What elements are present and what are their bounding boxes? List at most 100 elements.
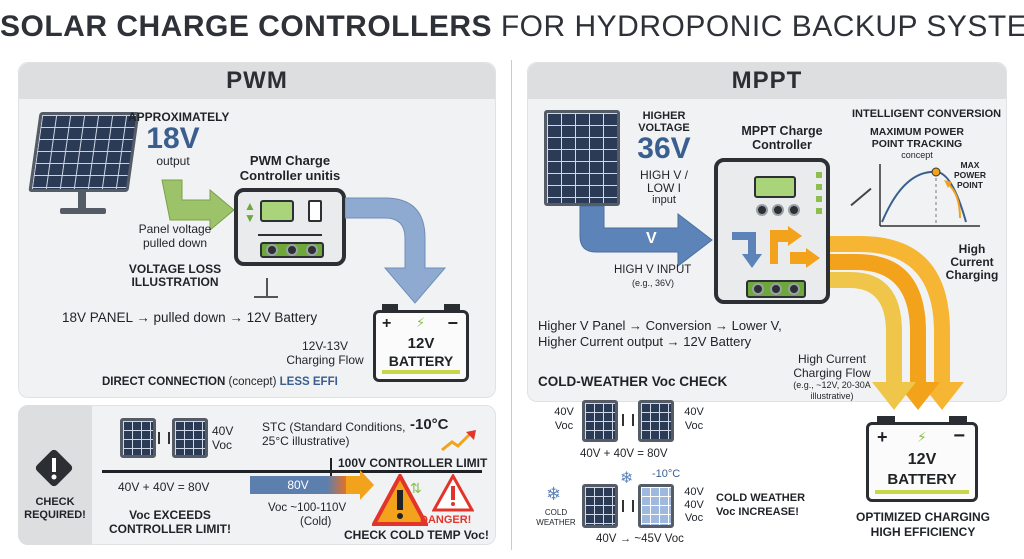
title-light: FOR HYDROPONIC BACKUP SYSTEMS	[500, 10, 1024, 43]
check-stc-temp: -10°C	[410, 416, 449, 433]
mppt-mpt-2: POINT TRACKING	[871, 138, 963, 150]
mppt-hc-flow-2: Charging Flow	[793, 366, 871, 380]
check-panel-a-icon	[120, 418, 156, 458]
mppt-curve-graph-icon	[879, 164, 980, 227]
pwm-direct-concept: (concept)	[228, 376, 277, 388]
check-label-2: REQUIRED!	[24, 509, 86, 521]
warning-triangle-outline-icon	[432, 474, 474, 512]
mppt-input: input	[652, 194, 676, 206]
mppt-orange-flow-icon	[830, 236, 964, 410]
rising-temp-arrow-icon	[441, 430, 476, 452]
mppt-high-v-2: LOW I	[646, 181, 681, 195]
mppt-cold-link-icon	[622, 414, 634, 426]
pwm-controller: ▲▼	[234, 188, 346, 266]
mppt-hc-flow-3: (e.g., ~12V, 20-30A	[793, 380, 871, 390]
check-panel-b-icon	[172, 418, 208, 458]
mppt-v-arrow: V	[646, 230, 657, 247]
pwm-buttons-icon	[308, 200, 322, 222]
check-exceeds-1: Voc EXCEEDS	[129, 508, 211, 522]
mppt-max-2: POWER	[953, 170, 987, 180]
check-stc-1: STC (Standard Conditions,	[262, 420, 406, 434]
pwm-battery-plus: +	[382, 315, 392, 332]
mppt-battery-plus: +	[877, 427, 888, 447]
check-limit-tick	[330, 458, 332, 488]
mppt-concept: concept	[901, 150, 933, 160]
mppt-conversion-arrows-icon	[732, 226, 820, 268]
pwm-green-arrow-icon	[161, 179, 235, 232]
mppt-mpt-1: MAXIMUM POWER	[870, 126, 964, 138]
mppt-cold-panel-a-icon	[582, 400, 618, 442]
mppt-cold-v40-d: 40V	[684, 499, 704, 511]
check-small-arrows-icon: ⇅	[410, 480, 422, 496]
pwm-blue-flow-arrow-icon	[345, 197, 447, 304]
pwm-battery-bar	[382, 370, 460, 374]
pwm-direct-conn: DIRECT CONNECTION	[102, 376, 226, 388]
mppt-hc-flow-1: High Current	[797, 352, 867, 366]
check-bar-arrow-icon	[346, 470, 374, 500]
mppt-high-v-eg: (e.g., 36V)	[632, 278, 675, 288]
mppt-high-current-3: Charging	[945, 268, 999, 282]
check-bar-value: 80V	[287, 478, 309, 492]
mppt-high-current-2: Current	[950, 255, 994, 269]
mppt-high-v-input: HIGH V INPUT	[614, 264, 692, 276]
mppt-cold-weather-1: COLD	[544, 508, 568, 517]
mppt-higher-2: VOLTAGE	[638, 122, 690, 134]
mppt-cold-check: COLD-WEATHER Voc CHECK	[538, 374, 728, 389]
mppt-screen	[754, 176, 796, 198]
mppt-terminals	[746, 280, 806, 298]
check-danger: DANGER!	[420, 514, 472, 526]
mppt-battery-line2: BATTERY	[887, 471, 957, 488]
pwm-voltage-loss-2: ILLUSTRATION	[131, 275, 219, 289]
mppt-hc-flow-4: illustrative)	[810, 391, 854, 401]
pwm-battery-minus: −	[447, 313, 458, 333]
mppt-cold-voc-b: Voc	[684, 420, 704, 432]
pwm-charging-flow-1: 12V-13V	[301, 339, 349, 353]
mppt-controller-1: MPPT Charge	[741, 124, 823, 138]
pwm-battery: + − ⚡ 12V BATTERY	[373, 304, 469, 382]
center-divider	[511, 60, 512, 550]
mppt-intelligent: INTELLIGENT CONVERSION	[852, 108, 1002, 120]
mppt-conv-2: Higher Current output → 12V Battery	[538, 334, 752, 349]
mppt-max-3: POINT	[957, 180, 983, 190]
mppt-cold-panel-b-icon	[638, 400, 674, 442]
mppt-cold-voc-a: Voc	[554, 420, 574, 432]
pwm-solar-panel-icon	[28, 112, 140, 192]
pwm-solar-base-icon	[60, 208, 106, 214]
mppt-battery-post-right-icon	[949, 416, 967, 422]
mppt-cold-inc-2: Voc INCREASE!	[716, 506, 799, 518]
pwm-battery-line2: BATTERY	[388, 353, 454, 369]
mppt-higher-1: HIGHER	[642, 110, 686, 122]
mppt-cold-panel-d-icon	[638, 484, 674, 528]
mppt-approx45: 40V → ~45V Voc	[596, 533, 684, 545]
check-voc-label: 40V	[212, 424, 234, 438]
pwm-voltage-loss-1: VOLTAGE LOSS	[128, 262, 222, 276]
check-label-1: CHECK	[35, 496, 75, 508]
pwm-ground-icon	[254, 296, 278, 298]
title-bold: SOLAR CHARGE CONTROLLERS	[0, 10, 492, 43]
pwm-battery-bolt-icon: ⚡	[416, 315, 426, 330]
mppt-high-current-1: High	[958, 242, 986, 256]
check-voc-range-1: Voc ~100-110V	[268, 502, 347, 514]
mppt-minus10: -10°C	[652, 468, 681, 480]
pwm-controller-label-1: PWM Charge	[249, 153, 331, 168]
mppt-optimized-2: HIGH EFFICIENCY	[870, 525, 976, 539]
pwm-panel-voltage: 18V	[146, 122, 200, 155]
mppt-cold-v40-a: 40V	[554, 406, 574, 418]
check-exceeds-2: CONTROLLER LIMIT!	[109, 522, 231, 536]
mppt-conv-1: Higher V Panel → Conversion → Lower V,	[538, 318, 782, 333]
check-voc-range-2: (Cold)	[300, 516, 332, 528]
mppt-solar-panel-icon	[544, 110, 620, 206]
mppt-battery-minus: −	[953, 425, 965, 447]
pwm-switch-icon	[258, 226, 322, 236]
pwm-screen	[260, 200, 294, 222]
mppt-cold-inc-1: COLD WEATHER	[716, 492, 806, 504]
mppt-battery: + − ⚡ 12V BATTERY	[866, 416, 978, 502]
mppt-high-v-1: HIGH V /	[639, 168, 688, 182]
mppt-cold-weather-2: WEATHER	[536, 518, 576, 527]
check-cold-temp: CHECK COLD TEMP Voc!	[344, 528, 489, 542]
mppt-cold-v40-b: 40V	[684, 406, 704, 418]
check-bar	[250, 476, 346, 494]
mppt-controller-2: Controller	[752, 138, 812, 152]
mppt-cold-link-2-icon	[622, 500, 634, 512]
mppt-controller	[714, 158, 830, 304]
